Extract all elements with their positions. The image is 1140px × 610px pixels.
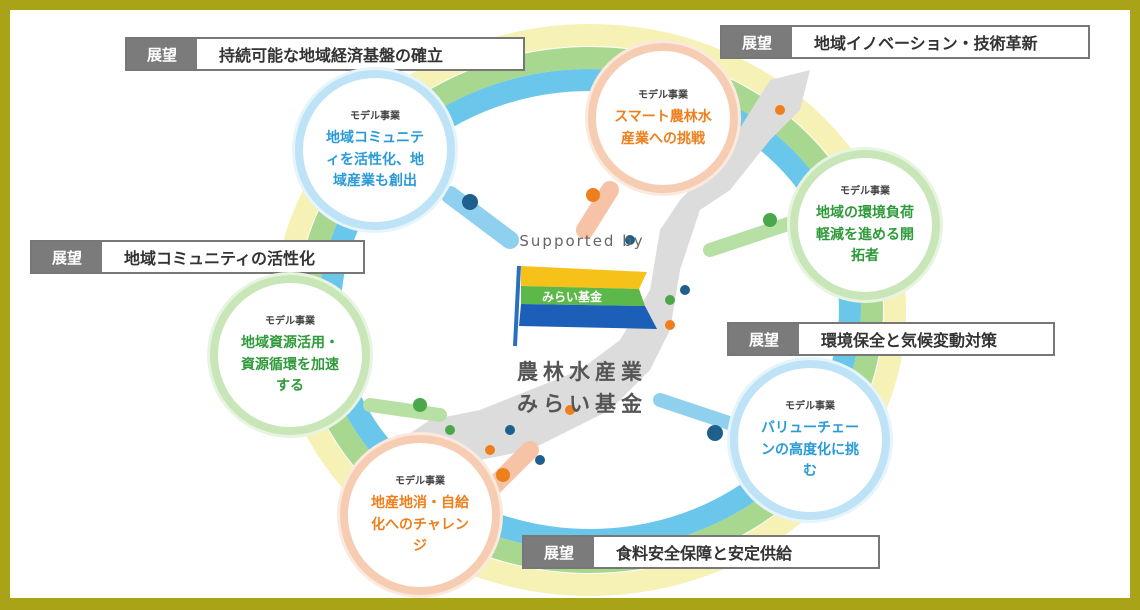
vision-tag: 展望 (524, 537, 594, 567)
model-label: モデル事業 (395, 475, 445, 487)
model-label: モデル事業 (840, 185, 890, 197)
center-logo: Supported by みらい基金 農林水産業 みらい基金 (492, 232, 672, 420)
model-label: モデル事業 (350, 110, 400, 122)
vision-text: 食料安全保障と安定供給 (616, 544, 793, 563)
vision-text: 地域イノベーション・技術革新 (814, 34, 1038, 53)
vision-4: 展望 環境保全と気候変動対策 (727, 322, 1055, 356)
vision-1: 展望 持続可能な地域経済基盤の確立 (125, 37, 525, 71)
vision-3: 展望 地域コミュニティの活性化 (30, 240, 365, 274)
org-name-line2: みらい基金 (517, 391, 647, 416)
project-text: バリューチェーンの高度化に挑む (761, 419, 859, 480)
infographic: 展望持続可能な地域経済基盤の確立 展望地域イノベーション・技術革新 展望地域コミ… (10, 10, 1130, 598)
vision-tag: 展望 (32, 242, 102, 272)
vision-2: 展望 地域イノベーション・技術革新 (720, 25, 1090, 59)
model-label: モデル事業 (638, 89, 688, 101)
project-text: 地産地消・自給化へのチャレンジ (371, 494, 469, 555)
vision-text: 持続可能な地域経済基盤の確立 (219, 46, 444, 65)
project-text: 地域資源活用・資源循環を加速する (241, 334, 339, 395)
project-text: スマート農林水産業への挑戦 (614, 108, 712, 147)
map-dots (445, 105, 785, 465)
vision-text: 地域コミュニティの活性化 (124, 249, 316, 268)
project-circle-2: モデル事業スマート農林水産業への挑戦 (588, 43, 738, 193)
project-circle-5: モデル事業バリューチェーンの高度化に挑む (730, 360, 890, 520)
project-circle-3: モデル事業地域の環境負荷軽減を進める開拓者 (790, 150, 940, 300)
vision-text: 環境保全と気候変動対策 (821, 331, 998, 350)
vision-tag: 展望 (127, 39, 197, 69)
vision-tag: 展望 (722, 27, 792, 57)
vision-5: 展望 食料安全保障と安定供給 (522, 535, 880, 569)
project-circle-1: モデル事業地域コミュニティを活性化、地域産業も創出 (295, 70, 455, 230)
org-name-line1: 農林水産業 (517, 360, 647, 384)
project-text: 地域コミュニティを活性化、地域産業も創出 (326, 129, 424, 190)
model-label: モデル事業 (265, 315, 315, 327)
flag-text: みらい基金 (542, 289, 603, 304)
project-circle-6: モデル事業地産地消・自給化へのチャレンジ (340, 435, 500, 595)
flag-logo: みらい基金 (513, 265, 657, 347)
project-circle-4: モデル事業地域資源活用・資源循環を加速する (210, 275, 370, 435)
model-label: モデル事業 (785, 400, 835, 412)
supported-by: Supported by (519, 232, 645, 250)
project-text: 地域の環境負荷軽減を進める開拓者 (816, 204, 914, 265)
vision-tag: 展望 (729, 324, 799, 354)
